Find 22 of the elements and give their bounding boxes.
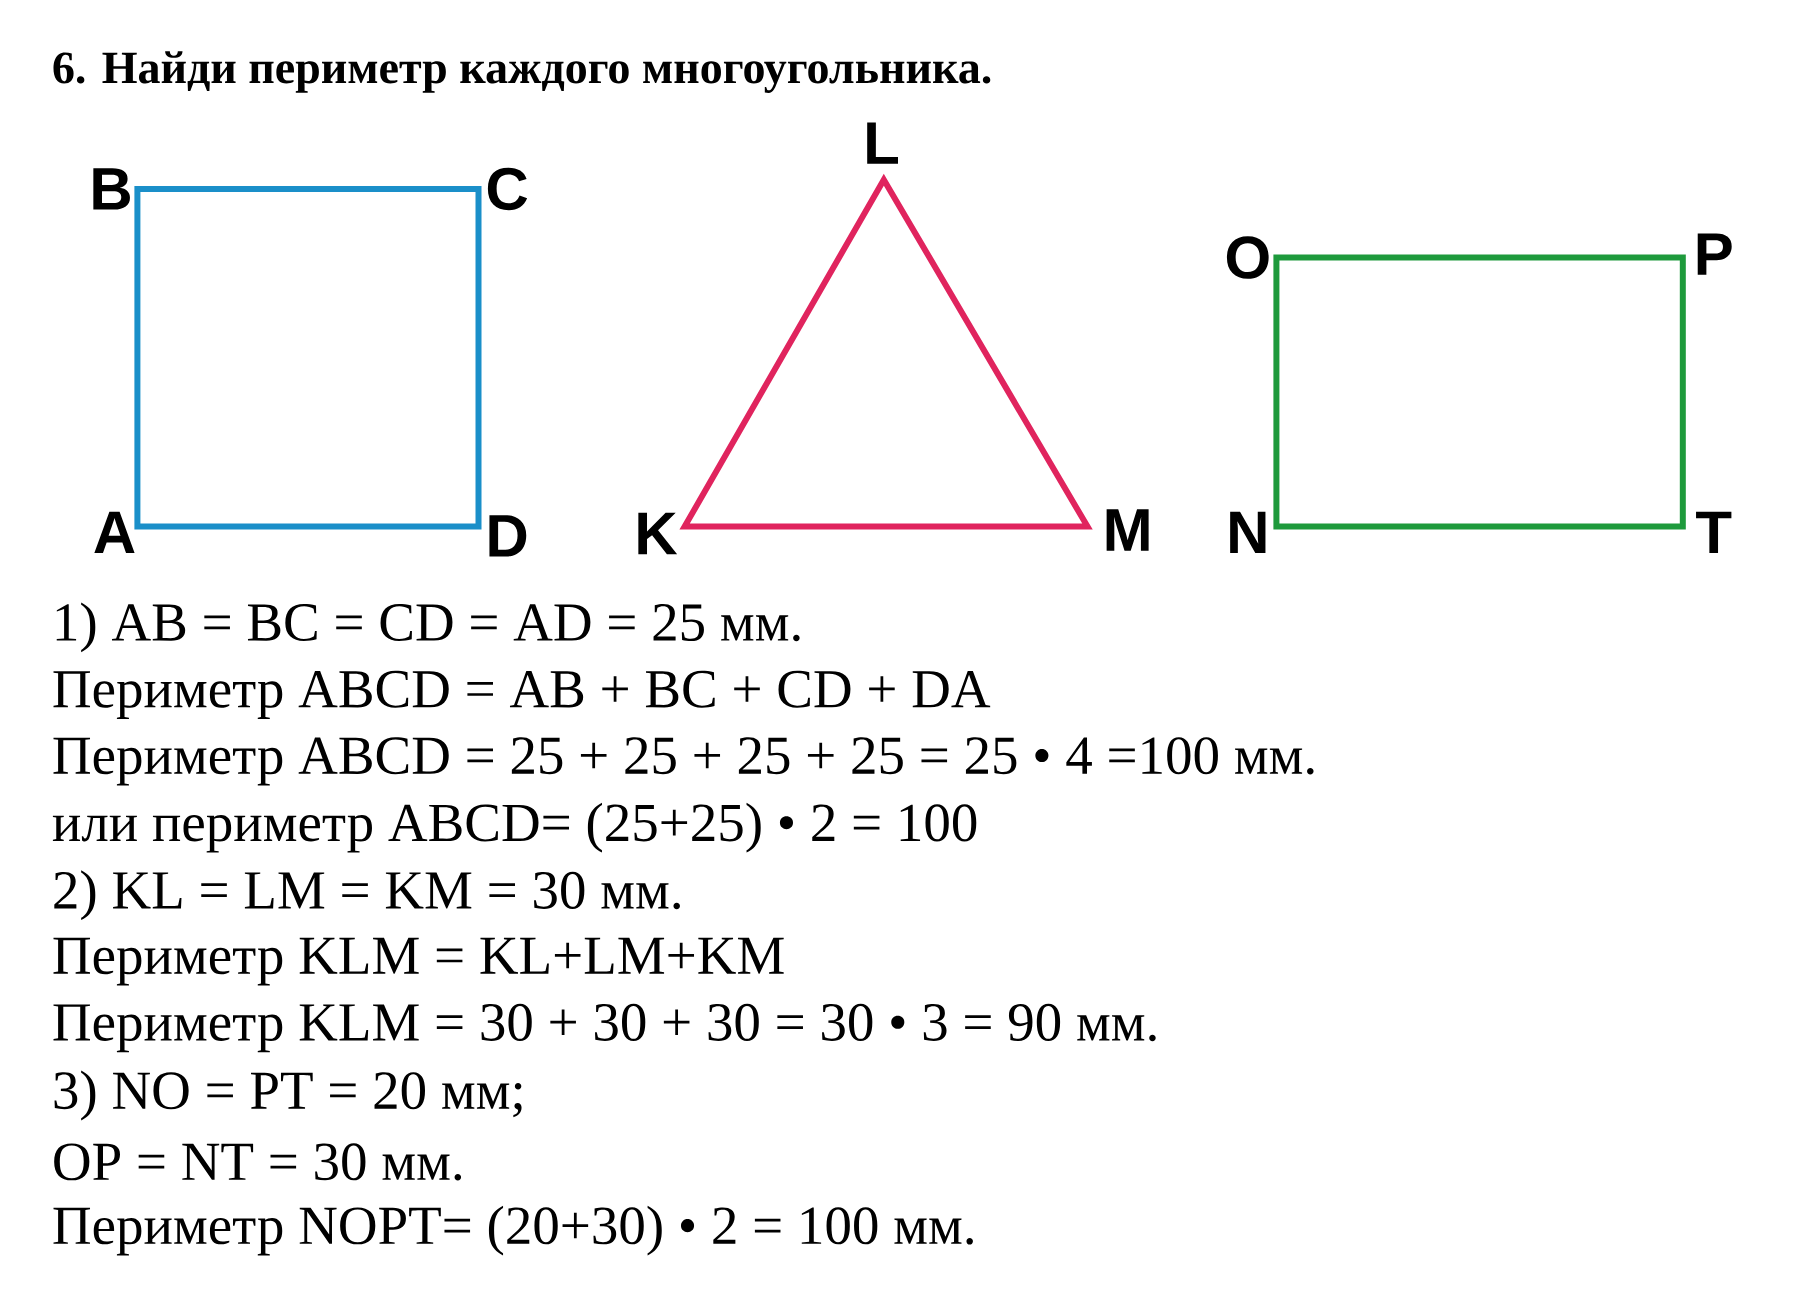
- vertex-label: T: [1696, 511, 1732, 553]
- solution-line: или периметр ABCD= (25+25) • 2 = 100: [52, 802, 977, 853]
- vertex-label: L: [867, 122, 898, 164]
- solution-line: 3) NO = PT = 20 мм;: [54, 1070, 522, 1121]
- title: 6. Найди периметр каждого многоугольника.: [53, 51, 991, 93]
- solution-line: Периметр KLM = 30 + 30 + 30 = 30 • 3 = 90 мм.: [53, 1003, 1156, 1053]
- solution-line: 2) KL = LM = KM = 30 мм.: [54, 870, 680, 921]
- vertex-label: M: [1106, 509, 1149, 551]
- solution-line: OP = NT = 30 мм.: [54, 1143, 462, 1181]
- vertex-label: C: [487, 167, 528, 211]
- vertex-label: O: [1226, 236, 1269, 279]
- vertex-label: A: [94, 511, 135, 553]
- vertex-label: B: [93, 168, 130, 210]
- vertex-label: K: [638, 512, 678, 555]
- solution-line: Периметр NOPT= (20+30) • 2 = 100 мм.: [53, 1205, 973, 1256]
- vertex-label: D: [489, 515, 527, 557]
- solution-line: Периметр KLM = KL+LM+KM: [53, 937, 784, 986]
- solution-line: Периметр ABCD = 25 + 25 + 25 + 25 = 25 • 4 =100 мм.: [53, 737, 1314, 786]
- vertex-label: P: [1697, 233, 1732, 275]
- solution-line: 1) AB = BC = CD = AD = 25 мм.: [56, 602, 800, 653]
- vertex-label: N: [1230, 511, 1266, 553]
- solution-line: Периметр ABCD = AB + BC + CD + DA: [53, 670, 991, 719]
